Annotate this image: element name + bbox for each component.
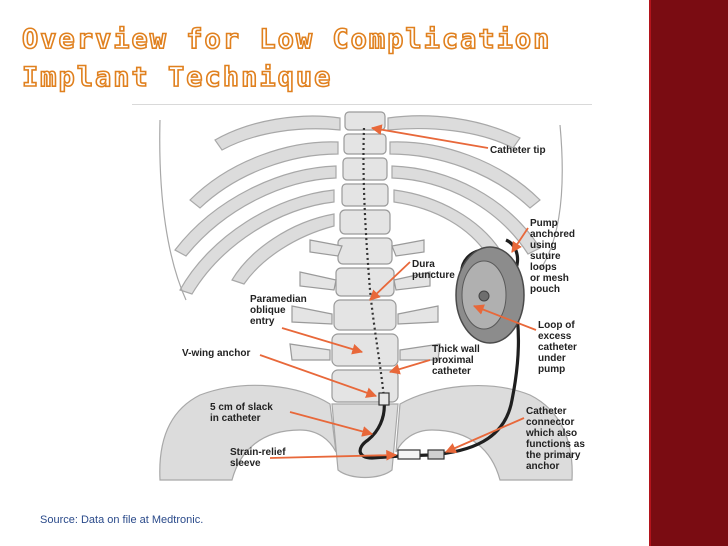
arrow-connector: [445, 417, 525, 454]
label-strain-relief-1: Strain-relief: [230, 447, 286, 458]
accent-bar: [651, 0, 728, 546]
label-connector-4: functions as: [526, 439, 585, 450]
label-v-wing: V-wing anchor: [182, 348, 250, 359]
ribcage: [159, 115, 563, 301]
vertebra: [343, 133, 387, 155]
title-divider: [132, 104, 592, 105]
arrow-thick-wall: [388, 359, 431, 375]
rib-right-2: [389, 141, 541, 209]
strain-relief-sleeve: [397, 449, 421, 460]
label-thick-2: proximal: [432, 355, 474, 366]
rib-left-3: [174, 165, 337, 257]
label-loop-5: pump: [538, 364, 565, 375]
label-loop-3: catheter: [538, 342, 577, 353]
vertebra: [333, 299, 397, 331]
label-connector-3: which also: [525, 428, 577, 439]
arrow-catheter-tip: [370, 124, 489, 149]
vertebra: [335, 267, 395, 297]
label-dura-1: Dura: [412, 259, 435, 270]
rib-left-1: [214, 115, 341, 151]
v-wing-anchor: [378, 392, 390, 406]
spine: [289, 111, 441, 403]
label-connector-1: Catheter: [526, 406, 567, 417]
rib-left-4: [179, 189, 335, 295]
source-note: Source: Data on file at Medtronic.: [40, 514, 204, 526]
vertebra: [344, 111, 386, 131]
transverse-processes: [289, 239, 441, 361]
pump-port: [478, 290, 490, 302]
arrow-dura-puncture: [369, 261, 411, 301]
label-connector-6: anchor: [526, 461, 559, 472]
arrow-v-wing-anchor: [259, 354, 378, 398]
rib-left-5: [231, 213, 335, 285]
rib-right-1: [387, 115, 521, 149]
vertebra: [337, 237, 393, 265]
slide-title-line-1: Overview for Low Complication: [21, 24, 552, 55]
label-connector-2: connector: [526, 417, 574, 428]
label-loop-4: under: [538, 353, 566, 364]
intrathecal-catheter: [362, 127, 386, 399]
label-pump-anchored-7: pouch: [530, 284, 560, 295]
label-slack-1: 5 cm of slack: [210, 402, 273, 413]
label-pump-anchored-3: using: [530, 240, 557, 251]
rib-cartilage-right: [539, 124, 563, 271]
accent-bar-edge: [649, 0, 651, 546]
arrow-slack: [289, 411, 374, 437]
label-pump-anchored-6: or mesh: [530, 273, 569, 284]
rib-right-3: [391, 165, 541, 255]
vertebra: [342, 157, 388, 181]
label-paramedian-2: oblique: [250, 305, 286, 316]
label-pump-anchored-2: anchored: [530, 229, 575, 240]
label-loop-2: excess: [538, 331, 572, 342]
vertebra: [341, 183, 389, 207]
label-thick-3: catheter: [432, 366, 471, 377]
arrow-strain-relief: [269, 449, 398, 461]
label-loop-1: Loop of: [538, 320, 575, 331]
rib-cartilage-left: [159, 119, 187, 301]
pelvis: [159, 384, 573, 481]
catheter-connector: [427, 449, 445, 460]
pump: [455, 246, 525, 344]
callout-arrows: [259, 124, 537, 461]
arrow-loop-excess: [472, 304, 537, 331]
label-connector-5: the primary: [526, 450, 581, 461]
label-pump-anchored-5: loops: [530, 262, 557, 273]
rib-left-2: [189, 141, 339, 209]
label-slack-2: in catheter: [210, 413, 261, 424]
label-pump-anchored-4: suture: [530, 251, 561, 262]
label-dura-2: puncture: [412, 270, 455, 281]
iliac-right: [395, 385, 573, 481]
slide-title-line-2: Implant Technique: [21, 62, 333, 93]
iliac-left: [159, 384, 337, 481]
arrow-paramedian-entry: [281, 327, 364, 355]
label-paramedian-3: entry: [250, 316, 275, 327]
label-strain-relief-2: sleeve: [230, 458, 261, 469]
label-thick-1: Thick wall: [432, 344, 480, 355]
label-paramedian-1: Paramedian: [250, 294, 307, 305]
vertebra: [331, 333, 399, 367]
label-pump-anchored-1: Pump: [530, 218, 558, 229]
arrow-pump-anchor: [511, 227, 529, 253]
label-catheter-tip: Catheter tip: [490, 145, 546, 156]
